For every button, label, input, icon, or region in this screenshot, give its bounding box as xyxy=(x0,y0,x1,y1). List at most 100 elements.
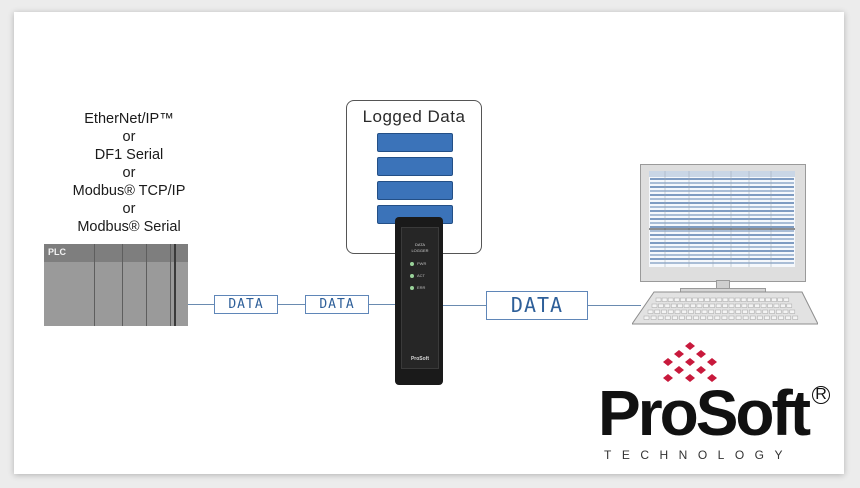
device-brand: ProSoft xyxy=(410,356,430,362)
keyboard-key xyxy=(655,297,662,302)
spreadsheet-row xyxy=(650,238,794,240)
protocol-list: EtherNet/IP™ or DF1 Serial or Modbus® TC… xyxy=(54,110,204,236)
protocol-or-3: or xyxy=(122,201,136,217)
connection-line-plc-logger xyxy=(188,304,398,305)
logo-diamond xyxy=(685,342,695,350)
logo-diamond xyxy=(685,358,695,366)
keyboard-key xyxy=(661,309,667,314)
data-label-3: DATA xyxy=(486,291,588,320)
keyboard-key xyxy=(747,303,754,308)
keyboard-key xyxy=(667,297,674,302)
spreadsheet-row xyxy=(650,178,794,180)
keyboard-key xyxy=(742,315,749,320)
protocol-modbus-serial: Modbus® Serial xyxy=(77,219,181,235)
keyboard-key xyxy=(722,303,728,308)
registered-mark: R xyxy=(812,386,830,404)
keyboard-key xyxy=(722,297,729,302)
keyboard-key xyxy=(764,315,770,320)
keyboard-key xyxy=(740,297,747,302)
keyboard-key xyxy=(693,315,699,320)
keyboard-key xyxy=(670,303,677,308)
protocol-or-1: or xyxy=(122,129,136,145)
keyboard-key xyxy=(762,309,769,314)
database-icon xyxy=(377,181,453,200)
spreadsheet-row xyxy=(650,218,794,220)
spreadsheet-row xyxy=(650,182,794,184)
data-logger-device-icon: DATA LOGGER PWR ACT ERR ProSoft xyxy=(395,217,443,385)
keyboard-key xyxy=(789,309,796,314)
keyboard-key xyxy=(683,303,690,308)
keyboard-key xyxy=(771,297,777,302)
keyboard-key xyxy=(703,303,709,308)
spreadsheet-row xyxy=(650,198,794,200)
keyboard-key xyxy=(654,309,661,314)
plc-slot-divider xyxy=(122,244,123,326)
logo-diamond xyxy=(663,358,673,366)
keyboard-key xyxy=(686,315,692,320)
logo-diamond xyxy=(663,374,673,382)
keyboard-key xyxy=(773,303,780,308)
keyboard-key xyxy=(698,297,704,302)
keyboard-key xyxy=(735,315,742,320)
keyboard-key xyxy=(710,297,717,302)
plc-header xyxy=(44,244,188,262)
data-label-1: DATA xyxy=(214,295,278,314)
keyboard-key xyxy=(780,303,786,308)
led-indicator xyxy=(410,286,414,290)
keyboard-key xyxy=(782,309,789,314)
spreadsheet-row xyxy=(650,194,794,196)
keyboard-key xyxy=(728,303,735,308)
keyboard-key xyxy=(690,303,696,308)
prosoft-logo: ProSoft R TECHNOLOGY xyxy=(598,342,838,467)
keyboard-key xyxy=(714,315,721,320)
logo-subtitle: TECHNOLOGY xyxy=(604,448,794,462)
keyboard-key xyxy=(667,309,674,314)
keyboard-key xyxy=(734,297,741,302)
keyboard-key xyxy=(701,309,708,314)
prosoft-diamond-icon xyxy=(663,342,717,382)
spreadsheet-row xyxy=(650,230,794,232)
led-label: ERR xyxy=(417,285,426,290)
spreadsheet-row xyxy=(650,258,794,260)
plc-label: PLC xyxy=(48,247,66,257)
keyboard-key xyxy=(688,309,694,314)
protocol-df1-serial: DF1 Serial xyxy=(94,147,164,163)
keyboard-key xyxy=(757,315,763,320)
keyboard-key xyxy=(692,297,698,302)
keyboard-key xyxy=(647,309,654,314)
keyboard-key xyxy=(674,309,681,314)
keyboard-key xyxy=(742,309,748,314)
keyboard-key xyxy=(643,315,650,320)
device-label-top: DATA xyxy=(414,242,426,247)
plc-slot-divider xyxy=(170,244,171,326)
keyboard-key xyxy=(650,315,657,320)
logo-diamond xyxy=(696,366,706,374)
keyboard-key xyxy=(657,315,664,320)
keyboard-key xyxy=(664,303,671,308)
keyboard-key xyxy=(709,303,716,308)
keyboard-key xyxy=(755,309,762,314)
spreadsheet-row xyxy=(650,250,794,252)
keyboard-key xyxy=(700,315,706,320)
keyboard-key xyxy=(680,297,686,302)
device-label-bottom: LOGGER xyxy=(411,248,429,253)
logo-diamond xyxy=(707,358,717,366)
keyboard-key xyxy=(728,315,735,320)
spreadsheet-graphic xyxy=(649,171,795,267)
plc-slot-divider xyxy=(146,244,147,326)
keyboard-key xyxy=(728,309,735,314)
keyboard-key xyxy=(765,297,771,302)
keyboard-key xyxy=(749,315,756,320)
protocol-ethernet-ip: EtherNet/IP™ xyxy=(84,111,174,127)
monitor-screen xyxy=(649,171,795,267)
keyboard-key xyxy=(716,297,723,302)
keyboard-key xyxy=(707,315,714,320)
logo-diamond xyxy=(696,350,706,358)
keyboard-key xyxy=(746,297,753,302)
keyboard-key xyxy=(694,309,701,314)
led-label: PWR xyxy=(417,261,427,266)
keyboard-key xyxy=(658,303,664,308)
spreadsheet-row xyxy=(650,210,794,212)
keyboard-key xyxy=(651,303,658,308)
logo-diamond xyxy=(685,374,695,382)
